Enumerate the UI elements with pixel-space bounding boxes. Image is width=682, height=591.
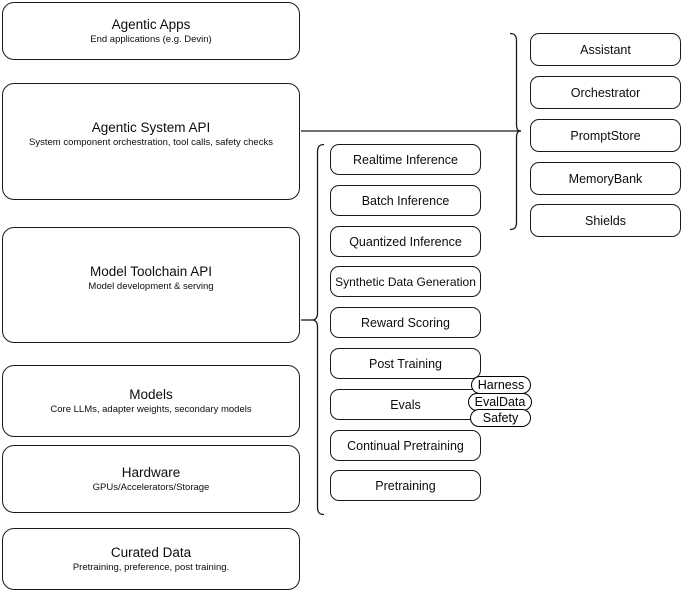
agentic-chip-promptstore[interactable]: PromptStore [530,119,681,152]
layer-box-agentic-system-api[interactable]: Agentic System API System component orch… [2,83,300,200]
evals-pill-harness[interactable]: Harness [471,376,531,394]
evals-pill-safety[interactable]: Safety [470,409,531,427]
layer-title: Curated Data [110,544,192,560]
toolchain-chip-reward-scoring[interactable]: Reward Scoring [330,307,481,338]
layer-title: Model Toolchain API [89,263,213,279]
toolchain-chip-realtime-inference[interactable]: Realtime Inference [330,144,481,175]
layer-box-curated-data[interactable]: Curated Data Pretraining, preference, po… [2,528,300,590]
layer-subtitle: System component orchestration, tool cal… [29,137,273,148]
toolchain-chip-batch-inference[interactable]: Batch Inference [330,185,481,216]
layer-title: Models [129,386,173,402]
agentic-chip-orchestrator[interactable]: Orchestrator [530,76,681,109]
toolchain-chip-post-training[interactable]: Post Training [330,348,481,379]
layer-title: Hardware [121,464,181,480]
layer-box-models[interactable]: Models Core LLMs, adapter weights, secon… [2,365,300,437]
toolchain-chip-synthetic-data-generation[interactable]: Synthetic Data Generation [330,266,481,297]
toolchain-chip-continual-pretraining[interactable]: Continual Pretraining [330,430,481,461]
toolchain-chip-evals[interactable]: Evals [330,389,481,420]
agentic-chip-shields[interactable]: Shields [530,204,681,237]
layer-subtitle: Core LLMs, adapter weights, secondary mo… [50,403,252,415]
layer-box-agentic-apps[interactable]: Agentic Apps End applications (e.g. Devi… [2,2,300,60]
layer-subtitle: GPUs/Accelerators/Storage [92,481,210,493]
layer-subtitle: End applications (e.g. Devin) [90,33,212,45]
brace-agentic-left [509,32,522,231]
layer-title: Agentic Apps [111,16,191,32]
toolchain-chip-pretraining[interactable]: Pretraining [330,470,481,501]
toolchain-chip-quantized-inference[interactable]: Quantized Inference [330,226,481,257]
layer-subtitle: Model development & serving [88,280,214,292]
layer-box-hardware[interactable]: Hardware GPUs/Accelerators/Storage [2,445,300,513]
layer-subtitle: Pretraining, preference, post training. [72,561,230,573]
layer-box-model-toolchain-api[interactable]: Model Toolchain API Model development & … [2,227,300,343]
agentic-chip-memorybank[interactable]: MemoryBank [530,162,681,195]
brace-toolchain-left [311,143,325,516]
layer-title: Agentic System API [91,120,211,135]
agentic-chip-assistant[interactable]: Assistant [530,33,681,66]
